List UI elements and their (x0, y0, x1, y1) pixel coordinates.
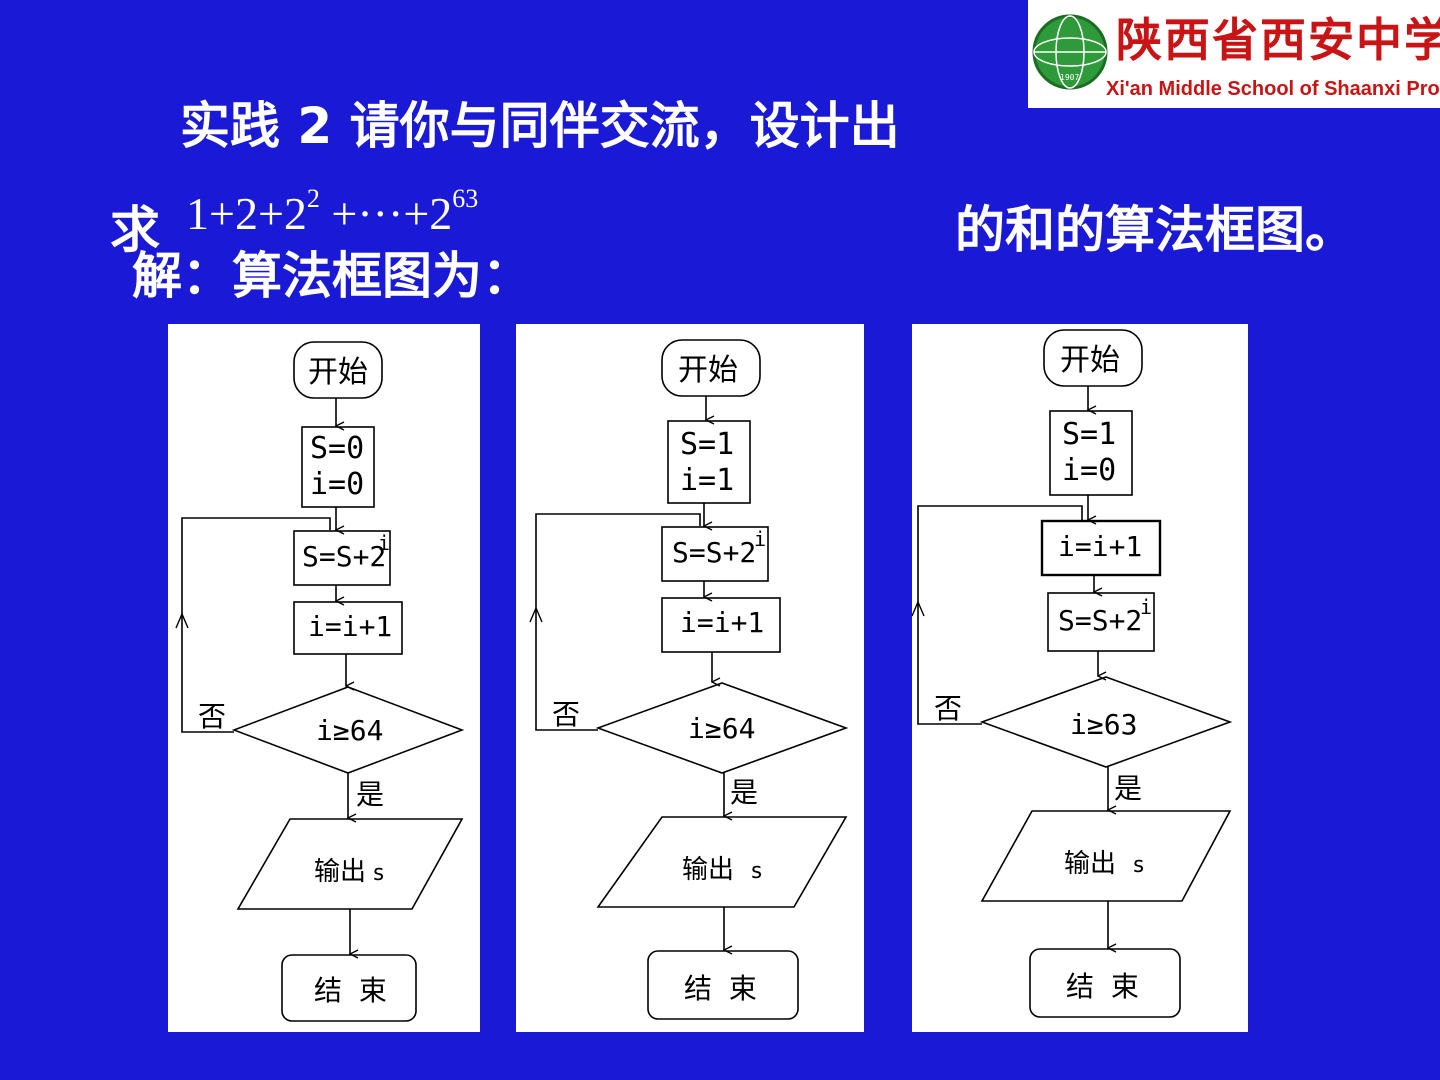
output-var: s (1132, 853, 1145, 878)
condition-label: i≥64 (688, 712, 755, 745)
school-logo: 1907 陕西省西安中学 Xi'an Middle School of Shaa… (1028, 0, 1440, 108)
init-box (301, 426, 375, 508)
svg-text:1907: 1907 (1060, 73, 1079, 82)
loop-back-line (917, 505, 1083, 725)
question-prefix: 求 (110, 201, 160, 259)
sum-formula: 1+2+22 +···+263 (186, 184, 479, 239)
init-label-2: i=0 (310, 467, 364, 502)
flowchart-3: 开始 S=1 i=0 i=i+1 S=S+2 i i≥63 否 是 输出 s 结… (911, 329, 1233, 1018)
end-node (281, 954, 417, 1022)
step-a-label: S=S+2 (672, 536, 756, 569)
question-suffix: 的和的算法框图。 (955, 201, 1355, 259)
no-label: 否 (198, 700, 226, 733)
init-box (667, 420, 751, 504)
yes-label: 是 (356, 778, 384, 811)
end-label: 结 束 (684, 972, 757, 1005)
step-a-exponent: i (754, 527, 766, 551)
step-b-box (1047, 592, 1155, 652)
output-var: s (750, 859, 763, 884)
init-label-2: i=1 (680, 463, 734, 498)
end-label: 结 束 (1066, 970, 1139, 1003)
decision-diamond (979, 676, 1233, 768)
school-name-english: Xi'an Middle School of Shaanxi Province (1106, 78, 1440, 100)
flowchart-panel-2: 开始 S=1 i=1 S=S+2 i i=i+1 i≥64 否 是 输出 s 结… (516, 324, 864, 1032)
start-label: 开始 (678, 353, 738, 388)
init-label-1: S=1 (680, 427, 734, 462)
end-label: 结 束 (314, 974, 387, 1007)
answer-label: 解：算法框图为： (132, 247, 532, 305)
output-label: 输出 (682, 855, 734, 885)
start-node (1043, 329, 1143, 387)
init-label-1: S=0 (310, 431, 364, 466)
step-b-label: S=S+2 (1058, 604, 1142, 637)
loop-back-line (535, 513, 701, 731)
output-parallelogram (980, 810, 1232, 902)
school-name-chinese: 陕西省西安中学 (1116, 13, 1440, 67)
init-label-2: i=0 (1062, 453, 1116, 488)
start-label: 开始 (1060, 343, 1120, 378)
step-b-box (293, 601, 403, 655)
end-node (647, 950, 799, 1020)
step-a-box (293, 530, 391, 586)
step-a-box (661, 526, 769, 582)
school-emblem-icon: 1907 (1032, 14, 1108, 90)
condition-label: i≥63 (1070, 708, 1137, 741)
output-label: 输出 (314, 857, 366, 887)
start-node (661, 339, 761, 397)
step-b-box (661, 597, 781, 653)
step-b-label: i=i+1 (308, 610, 392, 643)
flowchart-panel-3: 开始 S=1 i=0 i=i+1 S=S+2 i i≥63 否 是 输出 s 结… (911, 324, 1248, 1032)
init-box (1049, 410, 1133, 496)
output-parallelogram (596, 816, 848, 908)
yes-label: 是 (730, 776, 758, 809)
no-label: 否 (934, 692, 962, 725)
end-node (1029, 948, 1181, 1018)
yes-label: 是 (1114, 772, 1142, 805)
flowchart-2: 开始 S=1 i=1 S=S+2 i i=i+1 i≥64 否 是 输出 s 结… (529, 339, 849, 1020)
init-label-1: S=1 (1062, 417, 1116, 452)
condition-label: i≥64 (316, 714, 383, 747)
flowchart-panel-1: 开始 S=0 i=0 S=S+2 i i=i+1 i≥64 否 是 输出 s 结… (168, 324, 480, 1032)
step-b-label: i=i+1 (680, 606, 764, 639)
output-var: s (372, 861, 385, 886)
step-b-exponent: i (1140, 595, 1152, 619)
start-label: 开始 (308, 355, 368, 390)
step-a-box (1040, 519, 1162, 577)
step-a-exponent: i (378, 531, 390, 555)
start-node (293, 341, 383, 399)
loop-back-line (181, 517, 331, 733)
decision-diamond (595, 682, 849, 774)
step-a-label: i=i+1 (1058, 530, 1142, 563)
no-label: 否 (552, 698, 580, 731)
output-label: 输出 (1064, 849, 1116, 879)
step-a-label: S=S+2 (302, 540, 386, 573)
practice-title: 实践 2 请你与同伴交流，设计出 (180, 97, 900, 155)
flowchart-1: 开始 S=0 i=0 S=S+2 i i=i+1 i≥64 否 是 输出 s 结… (175, 341, 465, 1022)
output-parallelogram (236, 818, 464, 910)
